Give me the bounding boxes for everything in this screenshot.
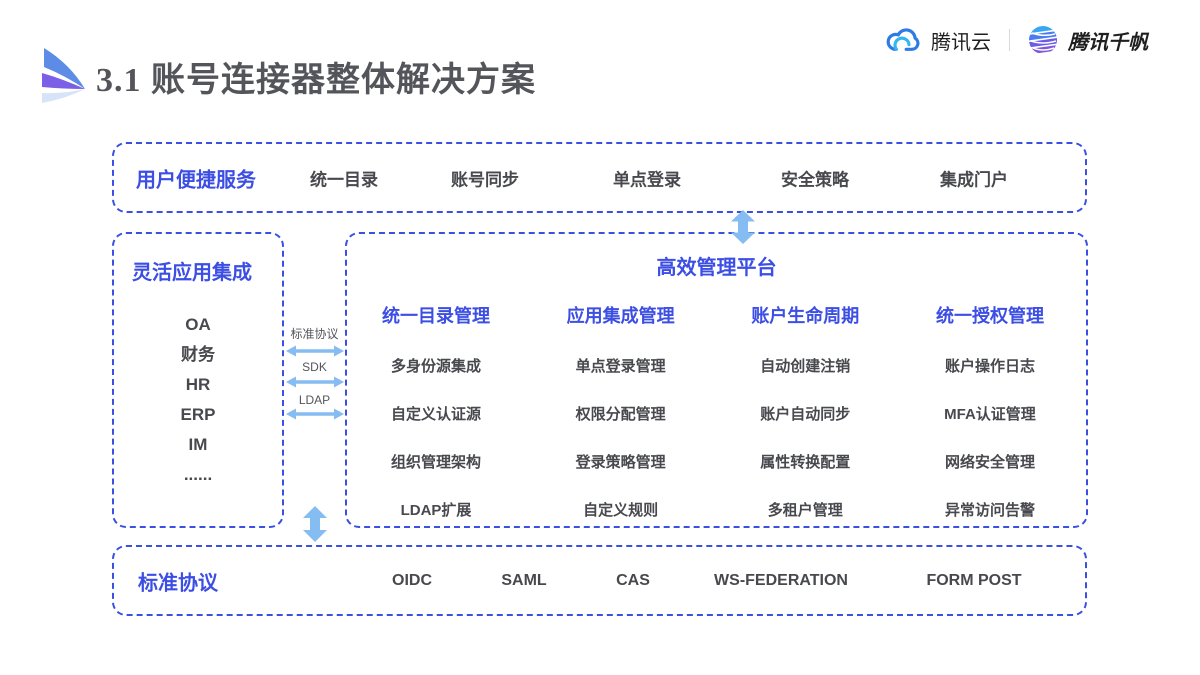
brand-divider xyxy=(1009,29,1010,51)
platform-column-lifecycle: 账户生命周期 自动创建注销 账户自动同步 属性转换配置 多租户管理 xyxy=(751,294,859,520)
app-integration-title: 灵活应用集成 xyxy=(132,262,252,284)
platform-item: 账户操作日志 xyxy=(944,358,1035,375)
platform-item: 自动创建注销 xyxy=(760,358,851,375)
column-header: 账户生命周期 xyxy=(751,306,860,326)
platform-item: 多身份源集成 xyxy=(390,358,481,375)
user-service-item: 安全策略 xyxy=(781,170,849,189)
user-service-item: 统一目录 xyxy=(310,170,378,189)
connector-label: 标准协议 xyxy=(290,327,339,341)
title-decoration-icon xyxy=(42,48,85,103)
app-item: IM xyxy=(188,435,208,454)
qianfan-logo-icon xyxy=(1029,26,1057,54)
app-item: ...... xyxy=(183,465,213,484)
up-down-arrow-icon xyxy=(303,506,327,542)
user-services-title: 用户便捷服务 xyxy=(136,169,256,191)
platform-title: 高效管理平台 xyxy=(656,257,777,279)
brand-area: 腾讯云 腾讯千帆 xyxy=(883,25,1148,55)
platform-item: MFA认证管理 xyxy=(944,406,1036,423)
up-down-arrow-icon xyxy=(731,210,755,244)
platform-columns: 统一目录管理 多身份源集成 自定义认证源 组织管理架构 LDAP扩展 应用集成管… xyxy=(382,294,1044,520)
management-platform-box: 高效管理平台 统一目录管理 多身份源集成 自定义认证源 组织管理架构 LDAP扩… xyxy=(345,232,1088,528)
column-header: 应用集成管理 xyxy=(566,306,675,326)
platform-item: 自定义规则 xyxy=(583,502,659,519)
protocol-item: SAML xyxy=(501,571,547,589)
platform-item: 异常访问告警 xyxy=(944,502,1035,519)
platform-column-directory: 统一目录管理 多身份源集成 自定义认证源 组织管理架构 LDAP扩展 xyxy=(382,294,490,520)
platform-item: 自定义认证源 xyxy=(390,406,481,423)
user-services-box: 用户便捷服务 统一目录 账号同步 单点登录 安全策略 集成门户 xyxy=(112,142,1087,213)
standard-protocols-box: 标准协议 OIDC SAML CAS WS-FEDERATION FORM PO… xyxy=(112,545,1087,616)
platform-item: 属性转换配置 xyxy=(760,454,851,471)
app-list: OA 财务 HR ERP IM ...... xyxy=(114,310,282,490)
platform-item: 登录策略管理 xyxy=(575,454,666,471)
standard-protocols-title: 标准协议 xyxy=(138,572,218,594)
platform-column-app: 应用集成管理 单点登录管理 权限分配管理 登录策略管理 自定义规则 xyxy=(567,294,675,520)
app-integration-box: 灵活应用集成 OA 财务 HR ERP IM ...... xyxy=(112,232,284,528)
platform-item: LDAP扩展 xyxy=(400,502,472,519)
platform-column-authorization: 统一授权管理 账户操作日志 MFA认证管理 网络安全管理 异常访问告警 xyxy=(936,294,1044,520)
user-service-item: 集成门户 xyxy=(940,170,1008,189)
qianfan-logo-text: 腾讯千帆 xyxy=(1068,31,1148,54)
column-header: 统一目录管理 xyxy=(382,306,490,326)
app-item: ERP xyxy=(180,405,216,424)
left-right-arrow-icon xyxy=(286,345,344,357)
protocol-item: FORM POST xyxy=(926,571,1022,589)
app-item: OA xyxy=(185,315,211,334)
connector-label: LDAP xyxy=(298,393,331,407)
platform-item: 组织管理架构 xyxy=(390,454,481,471)
tencent-cloud-logo-text: 腾讯云 xyxy=(931,31,991,54)
app-item: 财务 xyxy=(181,345,215,364)
platform-item: 单点登录管理 xyxy=(575,358,666,375)
left-right-arrow-icon xyxy=(286,408,344,420)
tencent-cloud-logo-icon xyxy=(886,28,920,51)
protocol-item: WS-FEDERATION xyxy=(714,571,848,589)
platform-item: 网络安全管理 xyxy=(944,454,1035,471)
user-service-item: 账号同步 xyxy=(451,170,519,189)
platform-item: 权限分配管理 xyxy=(575,406,666,423)
column-header: 统一授权管理 xyxy=(935,306,1044,326)
protocol-item: CAS xyxy=(616,571,650,589)
connector-label: SDK xyxy=(302,360,327,374)
protocol-item: OIDC xyxy=(392,571,432,589)
left-right-arrow-icon xyxy=(286,376,344,388)
app-item: HR xyxy=(185,375,211,394)
platform-item: 多租户管理 xyxy=(767,502,843,519)
user-service-item: 单点登录 xyxy=(613,170,681,189)
platform-item: 账户自动同步 xyxy=(760,406,851,423)
page-title: 3.1 账号连接器整体解决方案 xyxy=(96,62,536,99)
